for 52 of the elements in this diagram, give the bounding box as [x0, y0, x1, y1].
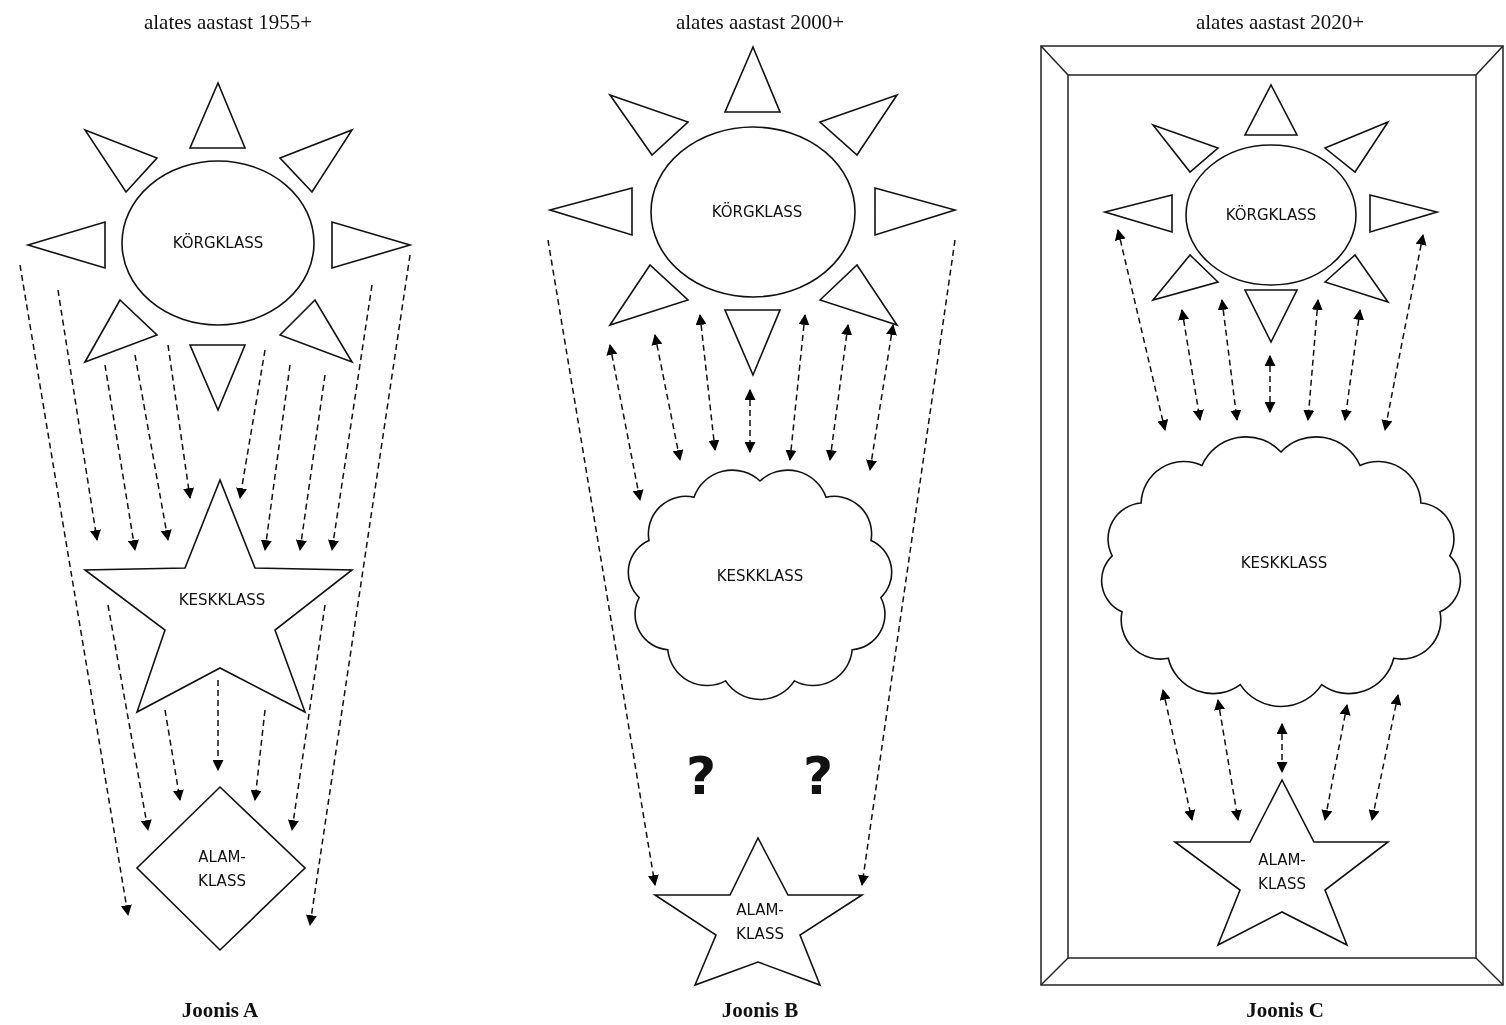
panel-title: alates aastast 1955+ — [143, 10, 313, 35]
figure-caption: Joonis C — [1246, 998, 1324, 1023]
dashed-arrow — [236, 349, 266, 500]
figure-caption: Joonis A — [181, 998, 259, 1023]
double-headed-arrow — [1114, 228, 1169, 432]
double-headed-arrow — [1276, 722, 1288, 774]
dashed-arrow — [134, 354, 172, 542]
class-label: KESKKLASS — [1240, 553, 1328, 574]
dashed-arrow — [57, 289, 101, 542]
panel-title: alates aastast 2020+ — [1195, 10, 1365, 35]
double-headed-arrow — [1178, 308, 1204, 422]
double-headed-arrow — [1381, 233, 1427, 432]
class-label: KESKKLASS — [178, 590, 266, 611]
double-headed-arrow — [1264, 354, 1276, 414]
class-label: KÖRGKLASS — [1225, 204, 1317, 226]
dashed-arrow — [547, 239, 659, 887]
class-label: ALAM- KLASS — [1257, 850, 1307, 895]
double-headed-arrow — [606, 343, 644, 502]
dashed-arrow — [107, 604, 152, 832]
dashed-arrow — [104, 364, 139, 552]
class-label: ALAM- KLASS — [197, 847, 247, 892]
class-label: ALAM- KLASS — [735, 900, 785, 945]
double-headed-arrow — [1368, 693, 1402, 822]
double-headed-arrow — [1159, 688, 1196, 822]
double-headed-arrow — [651, 333, 684, 462]
double-headed-arrow — [1217, 298, 1242, 422]
panel-title: alates aastast 2000+ — [675, 10, 845, 35]
double-headed-arrow — [866, 323, 897, 472]
dashed-arrow — [260, 364, 291, 552]
double-headed-arrow — [1214, 698, 1242, 822]
double-headed-arrow — [695, 313, 720, 452]
double-headed-arrow — [744, 388, 756, 454]
class-label: KESKKLASS — [716, 566, 804, 587]
dashed-arrow — [857, 239, 956, 887]
double-headed-arrow — [825, 323, 853, 462]
dashed-arrow — [288, 604, 326, 832]
dashed-arrow — [19, 264, 132, 917]
dashed-arrow — [167, 344, 195, 500]
dashed-arrow — [295, 374, 326, 552]
double-headed-arrow — [1340, 308, 1365, 422]
class-label: KÖRGKLASS — [172, 232, 264, 254]
class-label: KÖRGKLASS — [711, 201, 803, 223]
dashed-arrow — [250, 709, 266, 802]
double-headed-arrow — [1321, 703, 1351, 822]
dashed-arrow — [306, 254, 411, 927]
question-mark: ? — [685, 746, 717, 806]
double-headed-arrow — [785, 313, 810, 462]
figure-caption: Joonis B — [721, 998, 799, 1023]
double-headed-arrow — [1303, 298, 1323, 422]
question-mark: ? — [802, 746, 834, 806]
dashed-arrow — [328, 284, 373, 552]
dashed-arrow — [164, 709, 184, 802]
